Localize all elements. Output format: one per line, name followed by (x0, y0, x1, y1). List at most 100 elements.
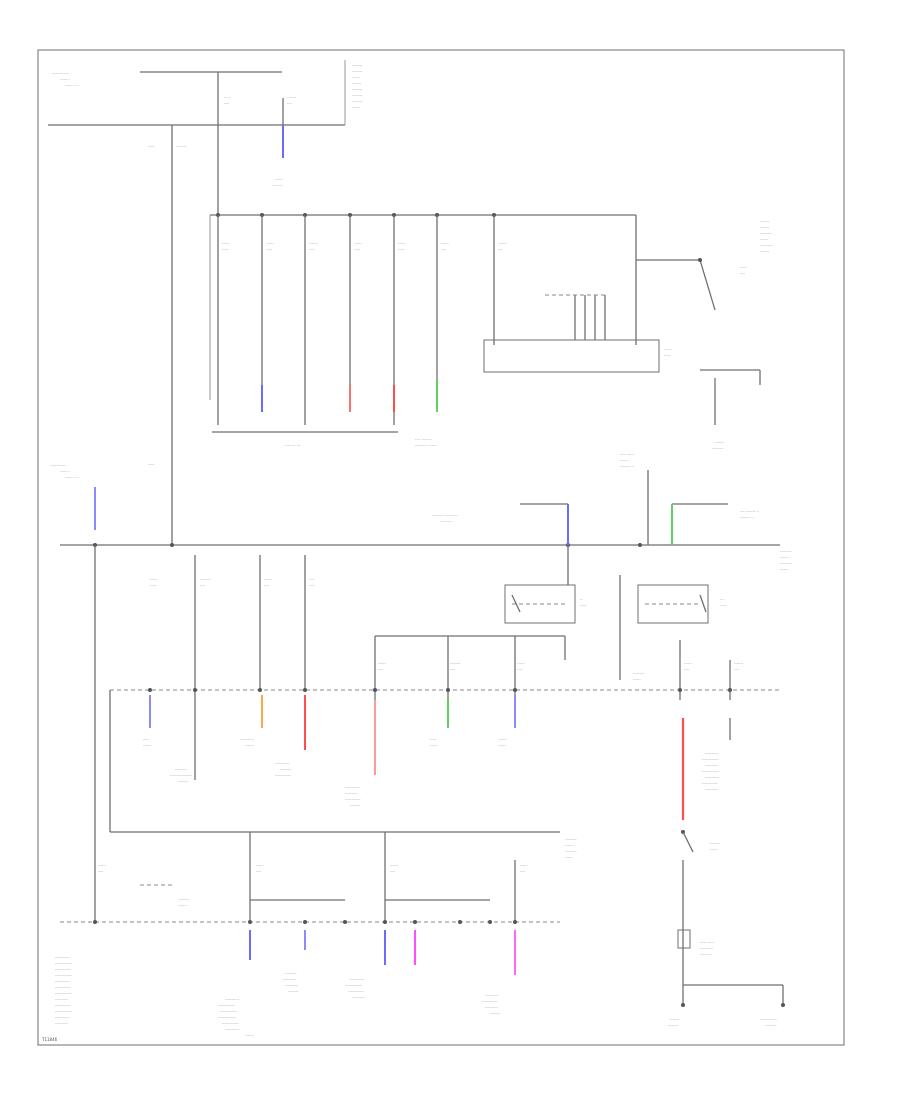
svg-text:------------: ------------ (55, 1003, 71, 1007)
svg-text:--: -- (580, 597, 583, 601)
switch-chain-right: -------------- ----- -------------------… (668, 830, 785, 1027)
svg-text:----: ---- (256, 869, 262, 873)
svg-text:----: ---- (517, 667, 523, 671)
svg-text:--------: -------- (710, 841, 721, 845)
svg-text:------: ------ (780, 567, 788, 571)
svg-text:------------: ------------ (55, 985, 71, 989)
svg-text:--------: -------- (352, 63, 363, 67)
svg-text:-------------: ------------- (702, 757, 720, 761)
svg-text:--------- -: --------- - (440, 519, 455, 523)
relay-right: --- ----- (637, 584, 727, 624)
svg-text:-------------: ------------- (222, 1021, 240, 1025)
svg-text:------: ------ (378, 661, 386, 665)
svg-text:-----: ----- (150, 583, 157, 587)
svg-text:---------: --------- (280, 767, 292, 771)
svg-text:----------: ---------- (700, 946, 714, 950)
relay-block-upper-right: ------- ------- --------- ------ -------… (483, 219, 774, 373)
svg-text:------: ------ (150, 577, 158, 581)
svg-text:-------: ------- (760, 219, 770, 223)
svg-text:------: ------ (441, 241, 449, 245)
svg-text:------: ------ (684, 661, 692, 665)
svg-text:-----: ----- (398, 247, 405, 251)
svg-text:---------: --------- (565, 849, 577, 853)
svg-text:------: ------ (498, 743, 506, 747)
svg-text:-----: ----- (664, 353, 671, 357)
svg-text:-----------: ----------- (225, 1027, 240, 1031)
svg-text:-----: ----- (143, 737, 150, 741)
svg-text:-----: ----- (740, 265, 747, 269)
main-bus: --------- ------ - --------- ------ (60, 543, 792, 571)
svg-text:------: ------ (222, 241, 230, 245)
svg-text:-----------: ----------- (55, 979, 70, 983)
svg-text:----: ---- (378, 667, 384, 671)
svg-text:-----: ----- (148, 462, 155, 466)
svg-text:-------------: ------------- (55, 991, 73, 995)
svg-text:------------: ------------ (348, 989, 364, 993)
svg-text:-------------: ------------- (218, 1003, 236, 1007)
svg-text:-- --: -- -- (224, 95, 231, 99)
svg-text:---: --- (720, 597, 725, 601)
svg-text:---------: --------- (285, 971, 297, 975)
svg-text:-----------: ----------- (55, 1015, 70, 1019)
svg-text:------: ------ (143, 743, 151, 747)
svg-text:------: ------ (633, 677, 641, 681)
svg-text:-------: ------- (245, 743, 255, 747)
svg-text:------: ------ (354, 241, 362, 245)
svg-text:------: ------ (760, 237, 768, 241)
svg-text:------ -: ------ - (178, 903, 189, 907)
svg-text:----------: ---------- (705, 763, 719, 767)
svg-text:----------: ---------- (285, 983, 299, 987)
svg-text:----------: ---------- (345, 791, 359, 795)
fuse-bus: ----------- ----------- ----------- ----… (209, 213, 637, 425)
svg-text:----: ---- (264, 583, 270, 587)
svg-text:----: ---- (441, 247, 447, 251)
svg-text:---------: --------- (175, 767, 187, 771)
svg-text:------------: ------------ (50, 463, 66, 467)
svg-text:-------- --: -------- -- (620, 464, 635, 468)
svg-text:-------------: ------------- (760, 1017, 778, 1021)
svg-text:-------: ------- (352, 81, 362, 85)
svg-text:----: ---- (734, 667, 740, 671)
svg-text:------ -- -: ------ -- - (65, 475, 80, 479)
svg-text:-----------: ----------- (225, 997, 240, 1001)
svg-text:-----: ----- (148, 144, 155, 148)
svg-text:------------: ------------ (345, 797, 361, 801)
svg-text:----------: ---------- (705, 787, 719, 791)
svg-text:------: ------ (390, 863, 398, 867)
svg-text:-----------: ----------- (345, 785, 360, 789)
svg-text:-----: ----- (222, 247, 229, 251)
figure-code: T11846 (41, 1037, 58, 1042)
svg-text:-----------: ----------- (275, 761, 290, 765)
svg-text:----------: ---------- (352, 995, 366, 999)
svg-text:--------: -------- (352, 99, 363, 103)
svg-text:----: ---- (309, 577, 315, 581)
svg-text:----: ---- (200, 583, 206, 587)
junction-block-lower: ---------- ---------- ---------- -------… (60, 545, 560, 924)
svg-text:----------: ---------- (55, 997, 69, 1001)
svg-text:----: ---- (98, 869, 104, 873)
svg-text:------: ------ (565, 855, 573, 859)
svg-text:-------: ------- (287, 95, 297, 99)
svg-text:----: ---- (520, 869, 526, 873)
svg-text:--------------: -------------- (218, 1015, 237, 1019)
svg-text:---------: --------- (712, 446, 724, 450)
svg-text:------: ------ (352, 75, 360, 79)
svg-text:------: ------ (264, 577, 272, 581)
svg-text:----: ---- (450, 667, 456, 671)
top-junction-block: ------------- ------ - ------ -- - -----… (48, 60, 363, 126)
svg-text:---------: --------- (765, 1023, 777, 1027)
svg-text:--------: -------- (490, 1011, 501, 1015)
svg-text:------: ------ (664, 347, 672, 351)
svg-text:----------: ---------- (485, 993, 499, 997)
svg-text:-----------: ----------- (705, 775, 720, 779)
svg-text:--- -------- --: --- -------- -- (740, 509, 760, 513)
svg-text:----------: ---------- (485, 1005, 499, 1009)
svg-text:-------------: ------------- (345, 983, 363, 987)
svg-text:------------: ------------ (275, 773, 291, 777)
svg-text:-------: ------- (760, 249, 770, 253)
svg-text:----: ---- (224, 101, 230, 105)
svg-text:--------: -------- (178, 779, 189, 783)
svg-text:-------------: ------------- (55, 1009, 73, 1013)
svg-text:------: ------ (620, 458, 628, 462)
